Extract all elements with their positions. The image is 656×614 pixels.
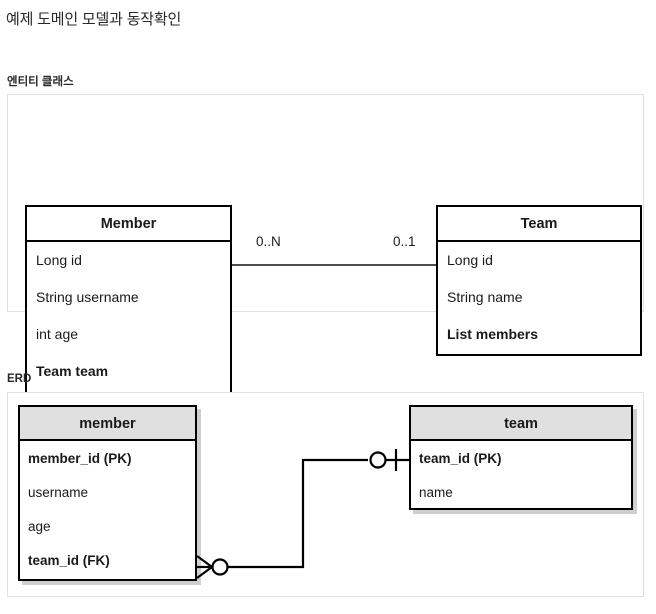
section-label-entity-class: 엔티티 클래스 xyxy=(7,76,74,88)
uml-attribute: String name xyxy=(447,289,523,305)
uml-class-team-attributes: Long id String name List members xyxy=(438,242,640,343)
uml-association-line xyxy=(232,264,436,266)
page-title: 예제 도메인 모델과 동작확인 xyxy=(6,11,182,28)
uml-multiplicity-target: 0..1 xyxy=(393,234,416,249)
uml-multiplicity-source: 0..N xyxy=(256,234,281,249)
erd-table-member: member member_id (PK) username age team_… xyxy=(18,405,197,581)
erd-table-member-columns: member_id (PK) username age team_id (FK) xyxy=(20,441,195,569)
erd-column: team_id (PK) xyxy=(419,451,502,466)
uml-attribute: Team team xyxy=(36,363,109,379)
erd-column: team_id (FK) xyxy=(28,553,110,568)
uml-class-member-attributes: Long id String username int age Team tea… xyxy=(27,242,230,380)
erd-column: username xyxy=(28,485,89,500)
uml-attribute: List members xyxy=(447,326,539,342)
uml-class-team-title: Team xyxy=(438,207,640,242)
uml-attribute: int age xyxy=(36,326,79,342)
uml-attribute: String username xyxy=(36,289,139,305)
section-label-erd: ERD xyxy=(7,373,32,385)
uml-class-member: Member Long id String username int age T… xyxy=(25,205,232,395)
erd-column: age xyxy=(28,519,51,534)
uml-class-member-title: Member xyxy=(27,207,230,242)
uml-attribute: Long id xyxy=(36,252,82,268)
entity-class-diagram-panel: Member Long id String username int age T… xyxy=(7,94,644,395)
erd-table-team: team team_id (PK) name xyxy=(409,405,633,510)
erd-column: member_id (PK) xyxy=(28,451,132,466)
erd-column: name xyxy=(419,485,453,500)
erd-table-member-title: member xyxy=(20,407,195,441)
erd-table-team-columns: team_id (PK) name xyxy=(411,441,631,501)
uml-class-team: Team Long id String name List members xyxy=(436,205,642,356)
erd-table-team-title: team xyxy=(411,407,631,441)
uml-attribute: Long id xyxy=(447,252,493,268)
